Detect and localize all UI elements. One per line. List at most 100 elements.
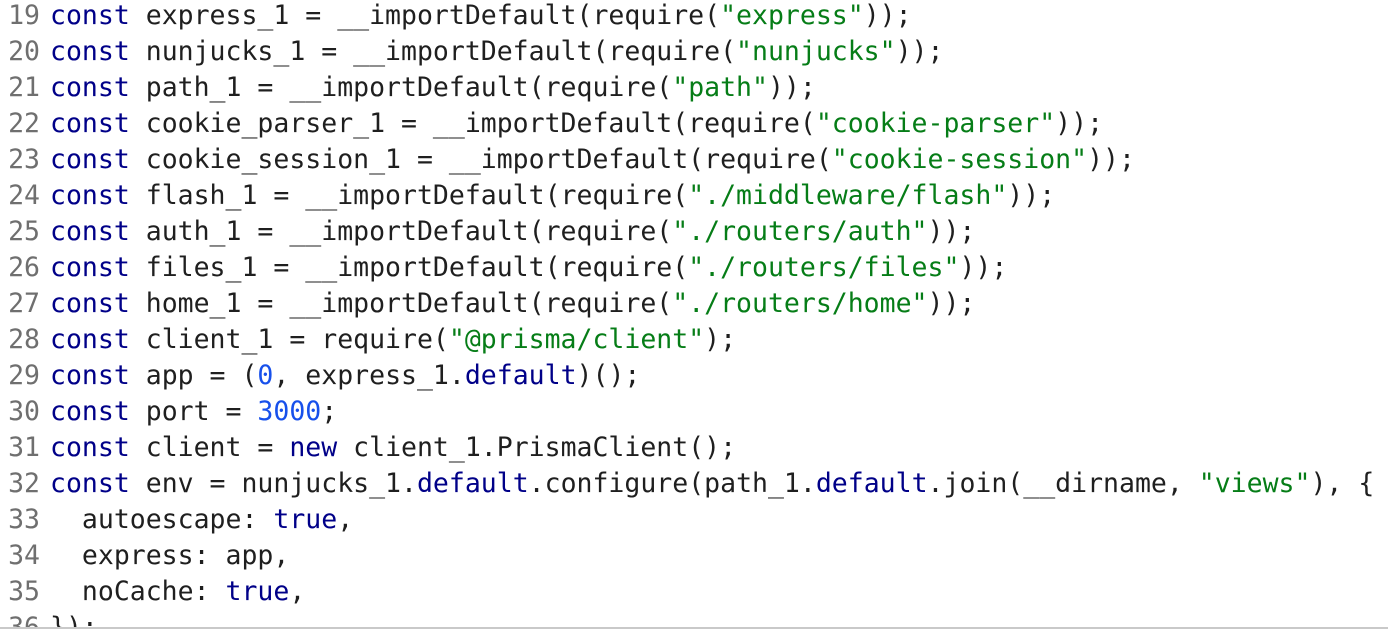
keyword-token: const <box>50 468 130 499</box>
code-token: ); <box>704 324 737 355</box>
code-line[interactable]: 35 noCache: true, <box>0 574 1374 610</box>
code-text[interactable]: const port = 3000; <box>50 394 337 430</box>
code-text[interactable]: express: app, <box>50 538 289 574</box>
code-line[interactable]: 24 const flash_1 = __importDefault(requir… <box>0 178 1374 214</box>
keyword-token: const <box>50 36 130 67</box>
code-token: )); <box>927 288 976 319</box>
code-line[interactable]: 25 const auth_1 = __importDefault(require… <box>0 214 1374 250</box>
code-text[interactable]: const express_1 = __importDefault(requir… <box>50 0 912 34</box>
code-line[interactable]: 27 const home_1 = __importDefault(require… <box>0 286 1374 322</box>
code-token: .configure(path_1. <box>528 468 816 499</box>
code-line[interactable]: 28 const client_1 = require("@prisma/clie… <box>0 322 1374 358</box>
keyword-token: new <box>289 432 338 463</box>
string-token: "path" <box>672 72 768 103</box>
code-text[interactable]: noCache: true, <box>50 574 305 610</box>
line-number: 33 <box>8 504 40 535</box>
code-token: }); <box>50 612 98 629</box>
string-token: "cookie-parser" <box>815 108 1056 139</box>
code-text[interactable]: const client_1 = require("@prisma/client… <box>50 322 736 358</box>
line-number: 21 <box>8 72 40 103</box>
code-text[interactable]: autoescape: true, <box>50 502 353 538</box>
code-token: )); <box>1055 108 1104 139</box>
code-token: flash_1 = __importDefault(require( <box>129 180 689 211</box>
line-number: 26 <box>8 252 40 283</box>
number-token: 0 <box>257 360 274 391</box>
code-token: )); <box>767 72 816 103</box>
code-token: path_1 = __importDefault(require( <box>129 72 673 103</box>
keyword-token: const <box>50 360 130 391</box>
code-line[interactable]: 34 express: app, <box>0 538 1374 574</box>
code-token: )); <box>863 0 912 31</box>
code-line[interactable]: 33 autoescape: true, <box>0 502 1374 538</box>
keyword-token: const <box>50 180 130 211</box>
string-token: "./routers/auth" <box>672 216 928 247</box>
code-text[interactable]: }); <box>50 610 98 629</box>
keyword-token: const <box>50 324 130 355</box>
code-line[interactable]: 20 const nunjucks_1 = __importDefault(req… <box>0 34 1374 70</box>
code-token: , express_1. <box>273 360 465 391</box>
line-number: 19 <box>8 0 40 31</box>
string-token: "nunjucks" <box>736 36 896 67</box>
code-text[interactable]: const app = (0, express_1.default)(); <box>50 358 640 394</box>
keyword-token: const <box>50 144 130 175</box>
keyword-token: default <box>416 468 529 499</box>
keyword-token: const <box>50 252 130 283</box>
code-token: )); <box>1087 144 1135 175</box>
code-text[interactable]: const cookie_parser_1 = __importDefault(… <box>50 106 1103 142</box>
code-text[interactable]: const cookie_session_1 = __importDefault… <box>50 142 1135 178</box>
code-token: client_1.PrismaClient(); <box>337 432 737 463</box>
number-token: 3000 <box>257 396 322 427</box>
code-text[interactable]: const home_1 = __importDefault(require("… <box>50 286 975 322</box>
code-line[interactable]: 26 const files_1 = __importDefault(requir… <box>0 250 1374 286</box>
code-token: , <box>289 576 306 607</box>
code-line[interactable]: 29 const app = (0, express_1.default)(); <box>0 358 1374 394</box>
code-token: noCache: <box>50 576 226 607</box>
code-token: env = nunjucks_1. <box>129 468 417 499</box>
code-token: )); <box>927 216 976 247</box>
string-token: "./routers/files" <box>688 252 960 283</box>
line-number: 28 <box>8 324 40 355</box>
code-token: auth_1 = __importDefault(require( <box>129 216 673 247</box>
keyword-token: const <box>50 108 130 139</box>
code-token: )); <box>895 36 944 67</box>
line-number: 25 <box>8 216 40 247</box>
code-token: )); <box>959 252 1008 283</box>
line-number: 27 <box>8 288 40 319</box>
code-text[interactable]: const files_1 = __importDefault(require(… <box>50 250 1007 286</box>
code-token: )); <box>1007 180 1056 211</box>
code-text[interactable]: const client = new client_1.PrismaClient… <box>50 430 736 466</box>
code-token: nunjucks_1 = __importDefault(require( <box>129 36 737 67</box>
line-number: 20 <box>8 36 40 67</box>
code-text[interactable]: const nunjucks_1 = __importDefault(requi… <box>50 34 943 70</box>
code-token: .join(__dirname, <box>927 468 1199 499</box>
keyword-token: const <box>50 0 130 31</box>
line-number: 29 <box>8 360 40 391</box>
code-text[interactable]: const path_1 = __importDefault(require("… <box>50 70 816 106</box>
code-line[interactable]: 19 const express_1 = __importDefault(requ… <box>0 0 1374 34</box>
code-line[interactable]: 36}); <box>0 610 1374 629</box>
code-token: app = ( <box>129 360 258 391</box>
code-token: autoescape: <box>50 504 274 535</box>
string-token: "./middleware/flash" <box>688 180 1008 211</box>
string-token: "./routers/home" <box>672 288 928 319</box>
code-text[interactable]: const flash_1 = __importDefault(require(… <box>50 178 1055 214</box>
line-number: 35 <box>8 576 40 607</box>
keyword-token: const <box>50 396 130 427</box>
code-token: ), { <box>1310 468 1375 499</box>
code-line[interactable]: 21 const path_1 = __importDefault(require… <box>0 70 1374 106</box>
editor-bottom-border <box>0 627 1388 629</box>
code-text[interactable]: const auth_1 = __importDefault(require("… <box>50 214 975 250</box>
code-text[interactable]: const env = nunjucks_1.default.configure… <box>50 466 1374 502</box>
line-number: 24 <box>8 180 40 211</box>
code-token: cookie_session_1 = __importDefault(requi… <box>129 144 832 175</box>
keyword-token: const <box>50 216 130 247</box>
code-token: ; <box>321 396 338 427</box>
code-token: cookie_parser_1 = __importDefault(requir… <box>129 108 816 139</box>
